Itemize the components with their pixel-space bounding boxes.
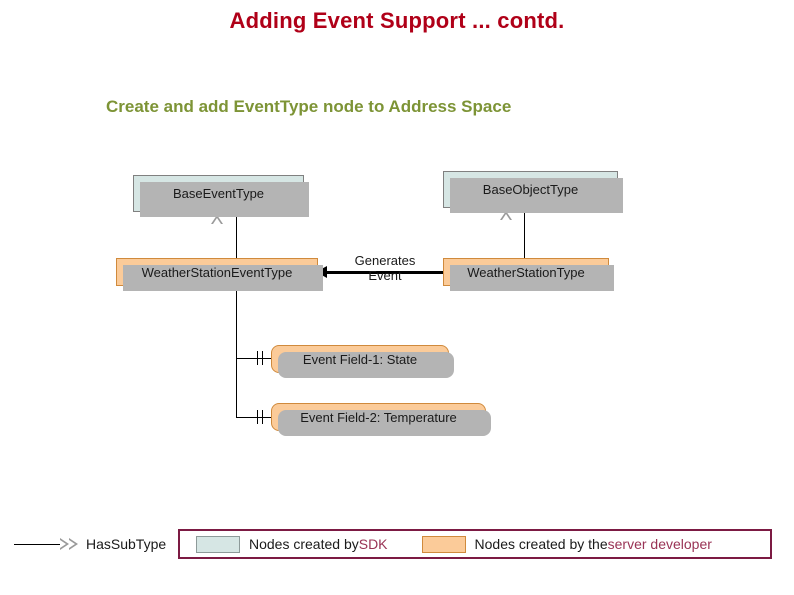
legend-item-dev: Nodes created by the server developer: [421, 535, 712, 553]
edge-has-field-trunk: [236, 286, 237, 418]
legend-item-sdk-accent: SDK: [358, 536, 388, 552]
legend-relation-label: HasSubType: [86, 536, 167, 552]
node-shadow: [450, 265, 614, 291]
edge-subtype-event-line: [236, 216, 237, 259]
node-weather-station-event-type[interactable]: WeatherStationEventType: [116, 258, 323, 291]
node-shadow: [278, 410, 491, 436]
node-weather-station-type[interactable]: WeatherStationType: [443, 258, 614, 291]
legend-swatch-dev: [421, 535, 466, 553]
edge-subtype-object-arrowhead-lower: [500, 211, 512, 220]
has-subtype-arrow-icon: [60, 538, 80, 550]
edge-has-field-2-line: [236, 417, 272, 418]
node-event-field-2[interactable]: Event Field-2: Temperature: [271, 403, 491, 436]
node-event-field-1[interactable]: Event Field-1: State: [271, 345, 454, 378]
edge-subtype-event-arrowhead-lower: [211, 215, 223, 224]
legend-relation-line: [14, 543, 60, 545]
node-weather-station-event-type-label: WeatherStationEventType: [141, 264, 293, 280]
edge-subtype-object-line: [524, 212, 525, 259]
page-subtitle: Create and add EventType node to Address…: [106, 97, 512, 116]
node-base-event-type[interactable]: BaseEventType: [133, 175, 309, 217]
legend-box: Nodes created by SDK Nodes created by th…: [178, 529, 772, 559]
edge-generates-event-label: Generates Event: [334, 253, 436, 284]
node-base-event-type-label: BaseEventType: [172, 186, 265, 201]
node-base-object-type-label: BaseObjectType: [482, 182, 579, 197]
node-shadow: [278, 352, 454, 378]
legend-relation-key: HasSubType: [14, 536, 166, 552]
edge-generates-event-label-line1: Generates: [354, 253, 416, 268]
legend-item-dev-accent: server developer: [607, 536, 712, 552]
legend-item-sdk: Nodes created by SDK: [196, 535, 388, 553]
edge-has-field-1-line: [236, 358, 272, 359]
node-shadow: [450, 178, 623, 213]
node-event-field-1-label: Event Field-1: State: [302, 351, 418, 367]
node-shadow: [123, 265, 323, 291]
edge-generates-event-line: [327, 271, 443, 274]
legend-swatch-sdk: [196, 535, 240, 553]
legend-item-dev-text: Nodes created by the: [474, 536, 608, 552]
node-base-object-type[interactable]: BaseObjectType: [443, 171, 623, 213]
page-title: Adding Event Support ... contd.: [229, 8, 565, 33]
node-weather-station-type-label: WeatherStationType: [467, 264, 585, 280]
edge-generates-event-label-line2: Event: [368, 267, 402, 283]
legend-item-sdk-text: Nodes created by: [249, 536, 359, 552]
node-event-field-2-label: Event Field-2: Temperature: [300, 409, 457, 425]
node-shadow: [140, 182, 309, 217]
